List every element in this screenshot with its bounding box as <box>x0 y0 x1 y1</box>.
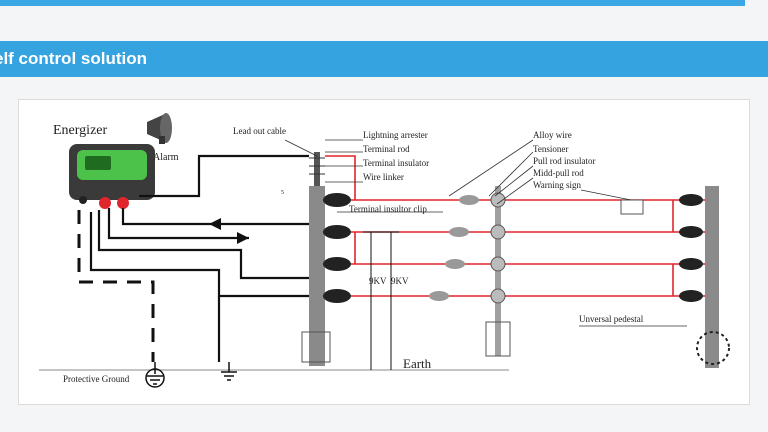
energizer-label: Energizer <box>53 123 107 138</box>
pull-rod-insulators <box>490 192 506 304</box>
energizer-terminal-right <box>117 197 129 209</box>
feed-wire-middle <box>97 210 309 280</box>
warning-sign-label: Warning sign <box>533 180 582 190</box>
arrow-right <box>237 232 249 244</box>
warning-sign <box>620 199 644 215</box>
section-header: elf control solution <box>0 41 768 77</box>
fence-diagram: Energizer Alarm <box>18 99 750 405</box>
lightning-arrester-label: Lightning arrester <box>363 130 428 140</box>
universal-pedestal-label: Unversal pedestal <box>579 314 644 324</box>
voltage-label-a: 9KV <box>369 276 387 286</box>
universal-pedestal-icon <box>696 331 730 365</box>
terminal-insulator-clip-label: Terminal insultor clip <box>349 204 427 214</box>
earth-label: Earth <box>403 356 432 371</box>
alarm-label: Alarm <box>153 152 179 163</box>
lead-out-cable-line <box>139 154 309 198</box>
top-spacer <box>0 6 768 40</box>
energizer-wiring <box>89 154 339 362</box>
terminal-post-base <box>301 331 331 363</box>
wire-linker-label: Wire linker <box>363 172 404 182</box>
return-wire <box>107 208 249 240</box>
voltage-label-b: 9KV <box>391 276 409 286</box>
protective-ground-label: Protective Ground <box>63 374 130 384</box>
terminal-post <box>309 186 325 366</box>
voltage-markers <box>363 231 399 370</box>
label-leaders <box>284 139 687 327</box>
top-accent-bar <box>0 0 745 6</box>
alloy-wire-label: Alloy wire <box>533 130 572 140</box>
feed-wire-upper <box>121 208 309 226</box>
end-post <box>705 186 719 368</box>
terminal-insulators <box>323 193 351 303</box>
tensioner-label: Tensioner <box>533 144 568 154</box>
section-title: elf control solution <box>0 49 147 68</box>
earth-ground-symbol <box>221 362 237 381</box>
midd-pull-rod-label: Midd-pull rod <box>533 168 584 178</box>
live-fence-wires <box>325 155 709 297</box>
energizer-terminal-left <box>99 197 111 209</box>
fence-diagram-svg: Energizer Alarm <box>39 113 730 388</box>
feed-wire-lower <box>89 212 339 298</box>
end-insulators <box>679 194 703 302</box>
protective-ground-symbol <box>145 362 165 388</box>
alarm-icon <box>147 113 172 144</box>
terminal-rod-label: Terminal rod <box>363 144 410 154</box>
tensioners <box>429 195 479 301</box>
protective-ground-wire <box>77 210 155 362</box>
lightning-arrester-icon <box>309 152 325 186</box>
post-number: 5 <box>281 190 284 196</box>
midd-pull-rod-base <box>485 321 511 357</box>
pull-rod-insulator-label: Pull rod insulator <box>533 156 596 166</box>
energizer-device <box>69 144 155 209</box>
lead-out-cable-label: Lead out cable <box>233 126 286 136</box>
terminal-insulator-label: Terminal insulator <box>363 158 429 168</box>
arrow-left-upper <box>209 218 221 230</box>
